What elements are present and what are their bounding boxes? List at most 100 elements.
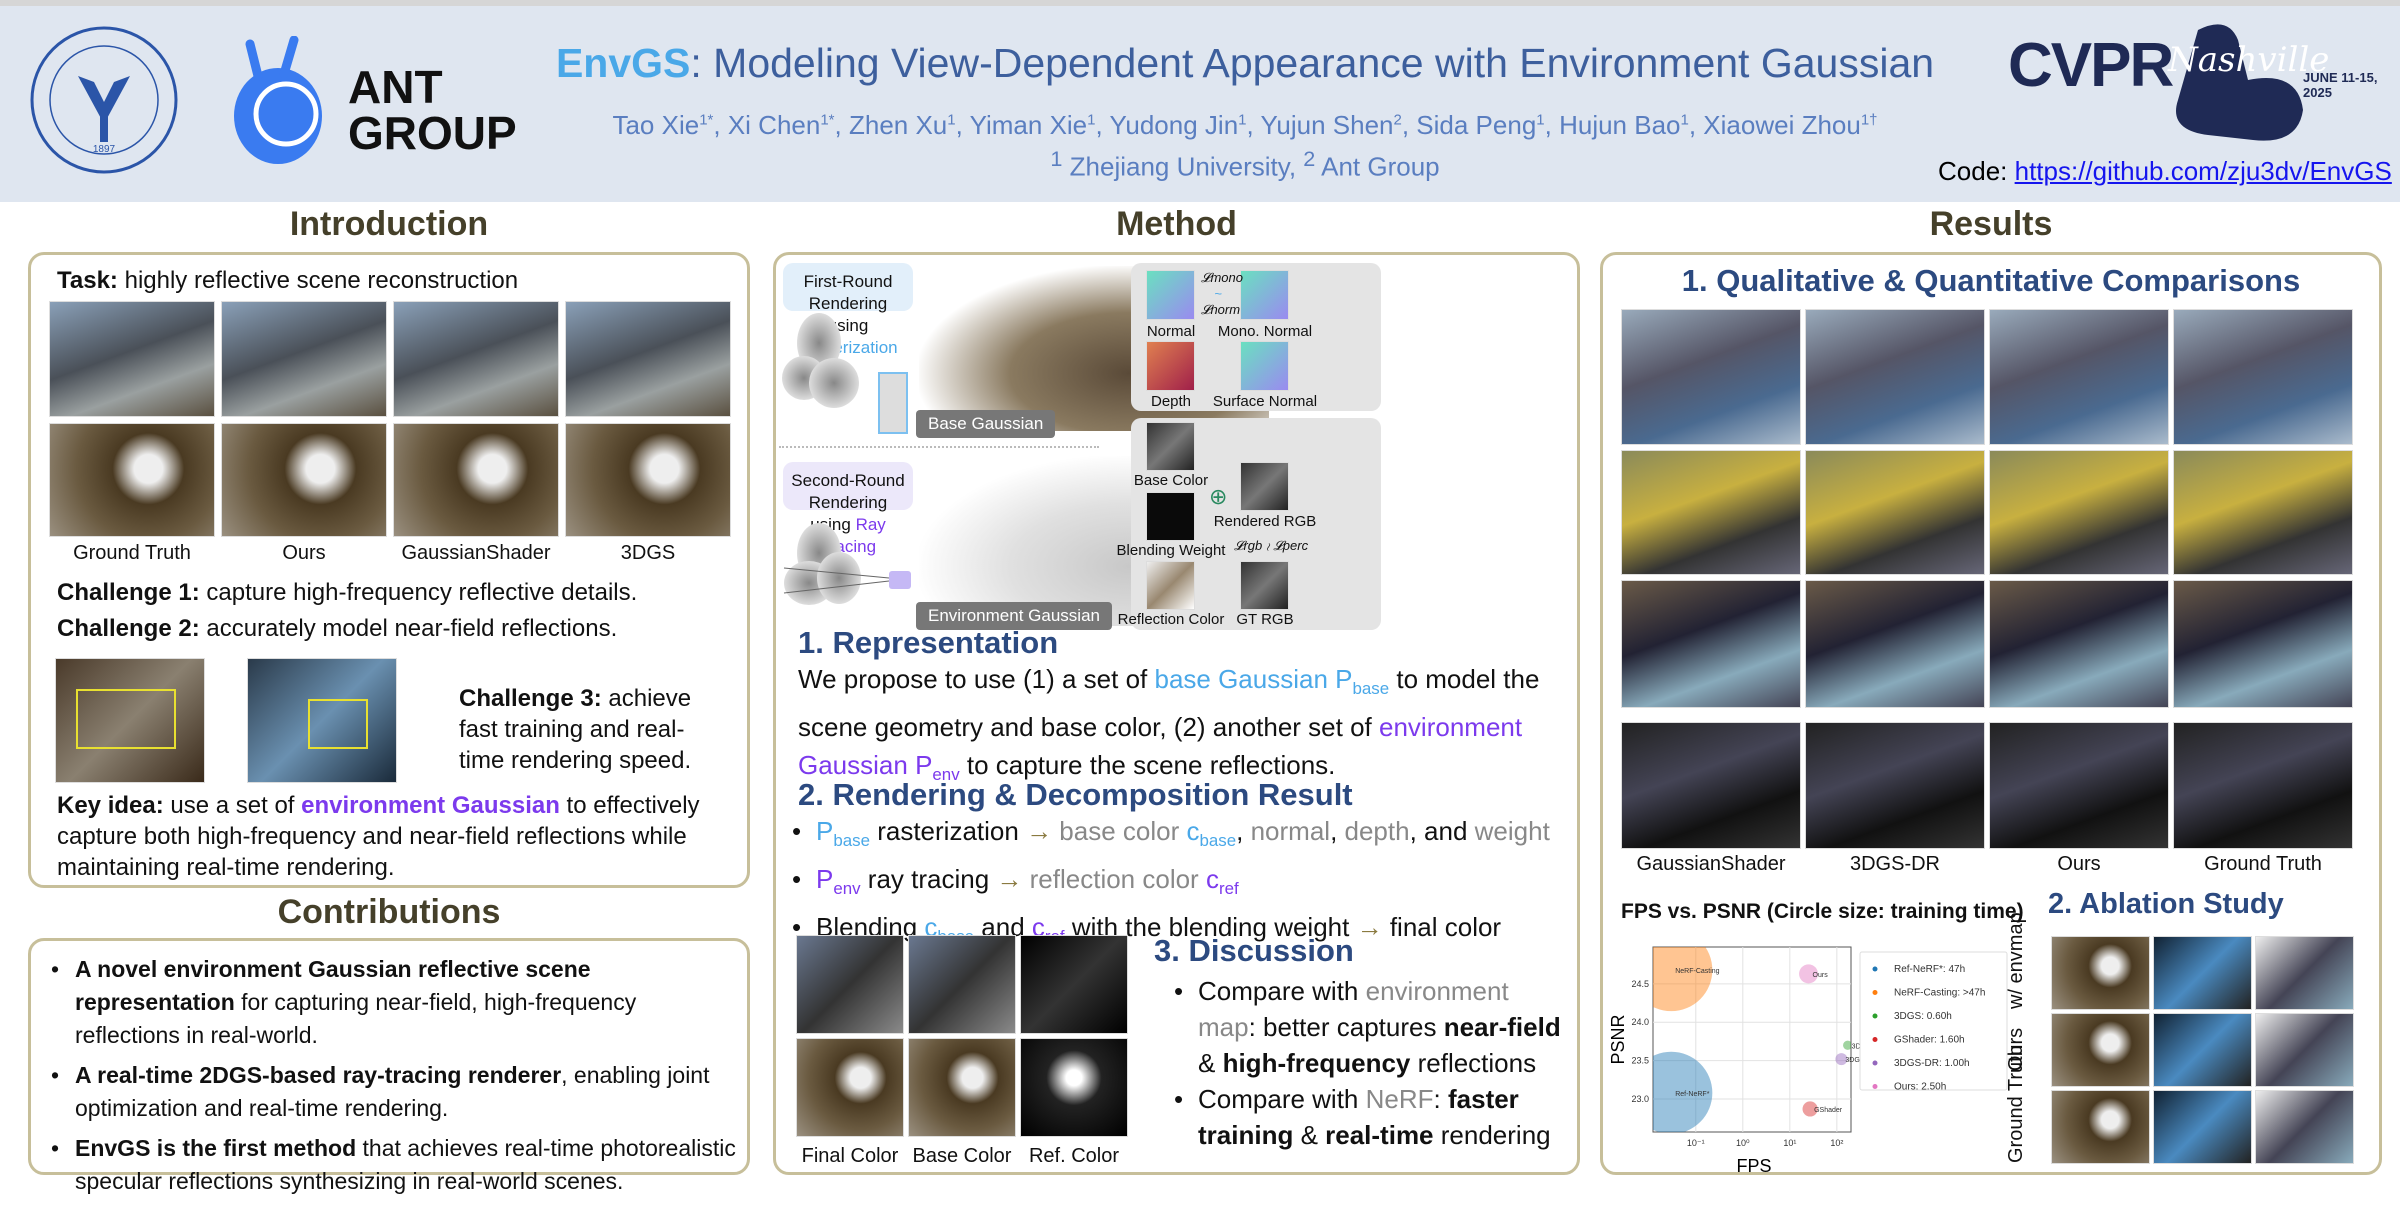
data-point	[1802, 1101, 1818, 1117]
introduction-title: Introduction	[289, 205, 489, 243]
x-tick-label: 10⁻¹	[1687, 1138, 1705, 1148]
affiliations: 1 Zhejiang University, 2 Ant Group	[1050, 146, 1440, 182]
contribution-text: for capturing near-field, high-frequency…	[75, 989, 637, 1048]
author: Xiaowei Zhou1†	[1703, 110, 1878, 140]
ablation-image	[2153, 1013, 2252, 1087]
comparison-image	[1805, 722, 1985, 849]
author: Hujun Bao1	[1559, 110, 1689, 140]
y-tick-label: 24.0	[1631, 1017, 1649, 1027]
intro-sphere-image	[49, 423, 215, 537]
results-title: Results	[1929, 205, 2053, 243]
text-segment: base color	[1059, 816, 1187, 846]
text-segment: c	[1205, 864, 1219, 895]
text-segment: final color	[1389, 912, 1502, 943]
legend-entry: GShader: 1.60h	[1894, 1035, 1965, 1046]
challenge-3: Challenge 3: achieve fast training and r…	[459, 685, 692, 775]
mono-normal-label: Mono. Normal	[1217, 323, 1313, 340]
text-segment: ref	[1218, 879, 1239, 899]
rendered-rgb-image	[1240, 462, 1289, 511]
text-segment: P	[816, 816, 834, 846]
text-segment: depth	[1344, 816, 1410, 846]
comparison-column-label: 3DGS-DR	[1849, 853, 1940, 875]
text-segment: c	[1186, 816, 1200, 846]
ablation-image	[2255, 1013, 2354, 1087]
ant-group-logo-icon	[234, 36, 322, 164]
legend-marker	[1872, 1060, 1878, 1066]
author-affiliation-mark: 1	[1087, 111, 1096, 129]
rendered-rgb-label: Rendered RGB	[1213, 513, 1317, 530]
discussion-heading: 3. Discussion	[1154, 933, 1354, 968]
surface-normal-image	[1240, 341, 1289, 391]
svg-text:1897: 1897	[93, 144, 116, 155]
comparison-image	[1621, 450, 1801, 575]
text-segment: P	[816, 864, 834, 895]
intro-car-image	[221, 301, 387, 417]
github-link[interactable]: https://github.com/zju3dv/EnvGS	[2014, 156, 2392, 186]
representation-heading: 1. Representation	[798, 625, 1059, 660]
challenge-image-car	[55, 658, 205, 783]
text-segment: base Gaussian P	[1154, 664, 1353, 694]
text-segment: We propose to use (1) a set of	[798, 664, 1155, 694]
intro-car-image	[565, 301, 731, 417]
x-tick-label: 10²	[1830, 1138, 1843, 1148]
base-color-image	[1146, 422, 1195, 471]
legend-marker	[1872, 1084, 1878, 1089]
text-segment: : better captures	[1248, 1012, 1444, 1042]
text-segment: rendering	[1433, 1120, 1551, 1150]
x-tick-label: 10¹	[1783, 1138, 1796, 1148]
text-segment: c	[1031, 912, 1045, 943]
text-segment: real-time	[1325, 1120, 1434, 1150]
text-segment: to capture the scene reflections.	[959, 750, 1336, 781]
comparison-image	[1989, 580, 2169, 708]
comparison-column-label: GaussianShader	[1636, 853, 1786, 875]
author: Xi Chen1*	[727, 110, 835, 140]
task-text: Task: highly reflective scene reconstruc…	[57, 267, 519, 294]
ablation-image	[2051, 936, 2150, 1010]
data-point	[1835, 1053, 1848, 1066]
data-point-label: NeRF-Casting	[1675, 968, 1719, 975]
plot-area	[1652, 946, 1852, 1133]
reflection-color-image	[1146, 561, 1195, 610]
data-point	[1653, 1051, 1713, 1132]
decomposition-sphere-image	[908, 1038, 1016, 1137]
discussion-bullets: Compare with environment map: better cap…	[1168, 973, 1568, 1153]
text-segment: →	[1356, 912, 1390, 943]
depth-label: Depth	[1150, 393, 1192, 410]
y-tick-label: 23.5	[1631, 1056, 1649, 1066]
base-color-label: Base Color	[1133, 472, 1209, 489]
method-title: Method	[1116, 205, 1237, 243]
intro-sphere-image	[565, 423, 731, 537]
loss-rgb-perc: 𝓛rgb ≀ 𝓛perc	[1234, 538, 1309, 553]
reflection-color-label: Reflection Color	[1117, 611, 1225, 628]
discussion-bullet: Compare with environment map: better cap…	[1168, 973, 1568, 1081]
contributions-panel: A novel environment Gaussian reflective …	[28, 938, 750, 1194]
normal-label: Normal	[1146, 323, 1196, 340]
intro-car-image	[393, 301, 559, 417]
rendering-bullet: Penv ray tracing → reflection color cref	[786, 860, 1566, 908]
comparison-column-label: Ground Truth	[2204, 853, 2322, 875]
text-segment: c	[924, 912, 938, 943]
author-affiliation-mark: 1*	[699, 111, 714, 129]
gt-rgb-image	[1240, 561, 1289, 610]
y-tick-label: 23.0	[1631, 1094, 1649, 1104]
contribution-bold: A real-time 2DGS-based ray-tracing rende…	[75, 1062, 562, 1088]
author: Sida Peng1	[1416, 110, 1545, 140]
author: Zhen Xu1	[848, 110, 956, 140]
data-point-label: Ours	[1813, 972, 1829, 979]
comparison-image	[2173, 722, 2353, 849]
author-affiliation-mark: 1	[1680, 111, 1689, 129]
text-segment: reflections	[1410, 1048, 1537, 1078]
gt-rgb-label: GT RGB	[1236, 611, 1294, 628]
blending-weight-image	[1146, 492, 1195, 541]
key-idea: Key idea: use a set of environment Gauss…	[57, 792, 700, 881]
intro-column-label: Ground Truth	[73, 542, 191, 564]
comparison-image	[1621, 580, 1801, 708]
legend-marker	[1872, 966, 1878, 972]
base-gaussian-tag: Base Gaussian	[916, 410, 1056, 438]
affiliation-mark: 2	[1303, 146, 1316, 171]
text-segment: environment map	[1198, 976, 1509, 1042]
text-segment: faster training	[1198, 1084, 1519, 1150]
author: Yujun Shen2	[1260, 110, 1402, 140]
author-affiliation-mark: 1*	[820, 111, 835, 129]
